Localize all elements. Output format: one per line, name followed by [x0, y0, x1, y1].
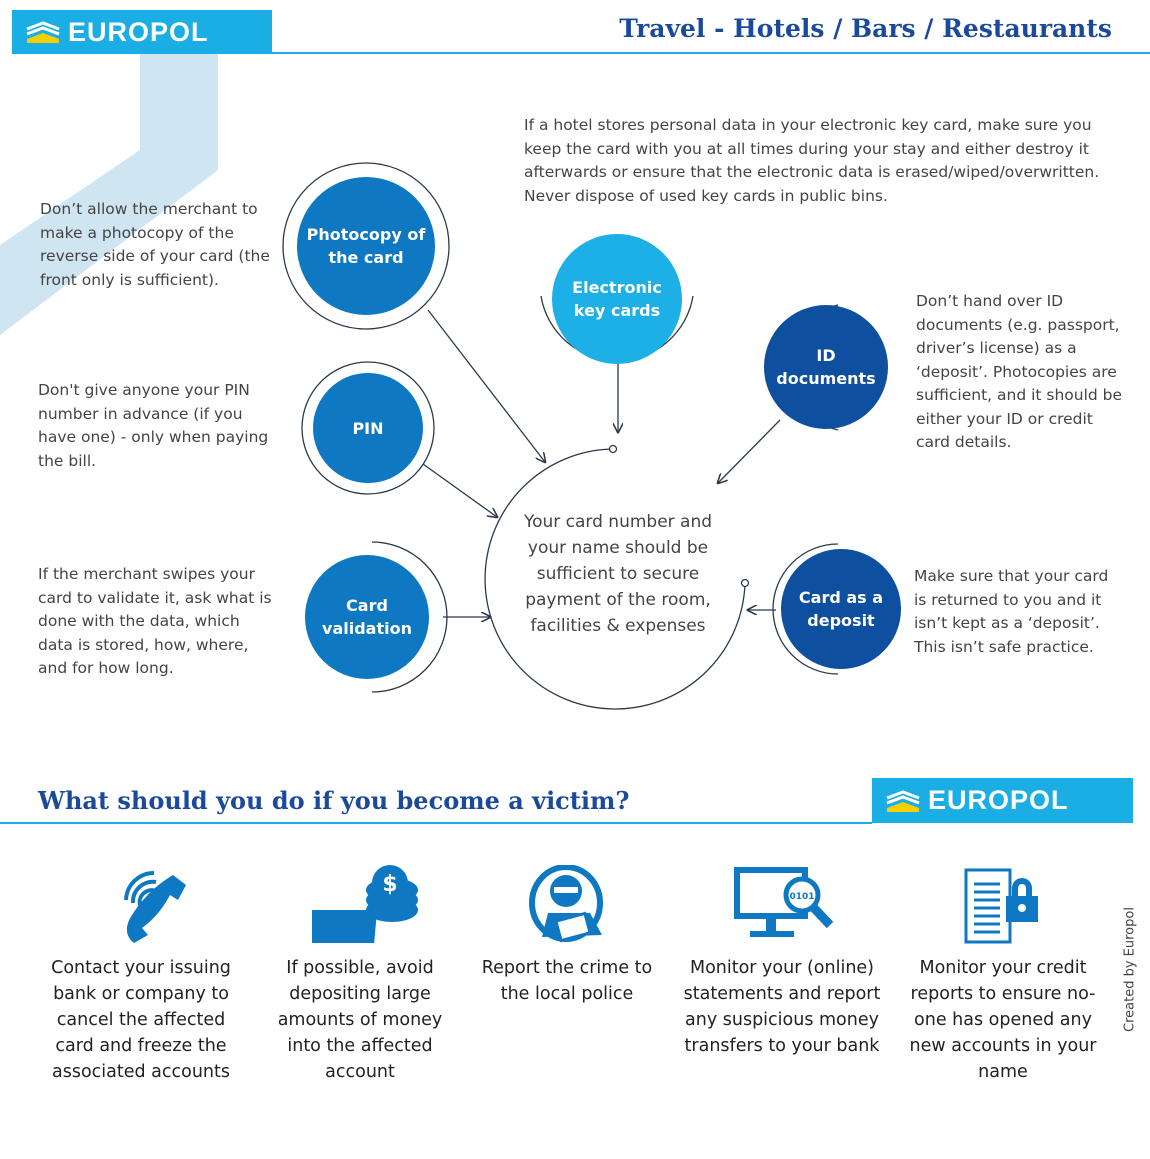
arrow-photocopy	[427, 309, 545, 462]
node-deposit: Card as a deposit	[781, 549, 901, 669]
desc-id: Don’t hand over ID documents (e.g. passp…	[916, 292, 1123, 451]
svg-text:$: $	[382, 872, 397, 897]
monitor-icon: 0101	[734, 867, 834, 937]
photocopy-ring	[282, 162, 450, 330]
locked-document-icon	[964, 868, 1038, 944]
node-pin: PIN	[313, 373, 423, 483]
europol-emblem-icon	[26, 21, 60, 43]
node-id: ID documents	[764, 305, 888, 429]
background-band	[0, 50, 218, 335]
deposit-ring	[772, 543, 839, 675]
step-5: Monitor your credit reports to ensure no…	[909, 958, 1097, 1082]
arrow-id	[718, 419, 781, 483]
pin-ring	[301, 361, 435, 495]
center-text: Your card number and your name should be…	[523, 512, 713, 636]
police-icon	[529, 865, 603, 943]
step-4: Monitor your (online) statements and rep…	[683, 958, 881, 1056]
europol-logo: EUROPOL	[12, 10, 272, 54]
svg-text:0101: 0101	[789, 892, 814, 902]
desc-pin: Don't give anyone your PIN number in adv…	[38, 381, 269, 470]
desc-deposit: Make sure that your card is returned to …	[914, 567, 1109, 656]
europol-logo-bottom: EUROPOL	[872, 778, 1133, 823]
money-icon: $	[312, 865, 418, 943]
arrow-pin	[422, 463, 497, 517]
node-validation: Card validation	[305, 555, 429, 679]
step-3: Report the crime to the local police	[481, 958, 653, 1004]
node-photocopy: Photocopy of the card	[297, 177, 435, 315]
step-2: If possible, avoid depositing large amou…	[277, 958, 443, 1082]
center-ring	[484, 448, 746, 710]
credit-text: Created by Europol	[1122, 907, 1138, 1032]
europol-emblem-icon	[886, 789, 920, 812]
desc-photocopy: Don’t allow the merchant to make a photo…	[40, 200, 270, 289]
step-1: Contact your issuing bank or company to …	[51, 958, 231, 1082]
victim-title: What should you do if you become a victi…	[38, 786, 630, 815]
desc-keycards: If a hotel stores personal data in your …	[524, 116, 1100, 205]
node-keycards: Electronic key cards	[552, 234, 682, 364]
desc-validation: If the merchant swipes your card to vali…	[38, 565, 272, 677]
page-title: Travel - Hotels / Bars / Restaurants	[619, 14, 1112, 43]
phone-icon	[124, 871, 186, 943]
